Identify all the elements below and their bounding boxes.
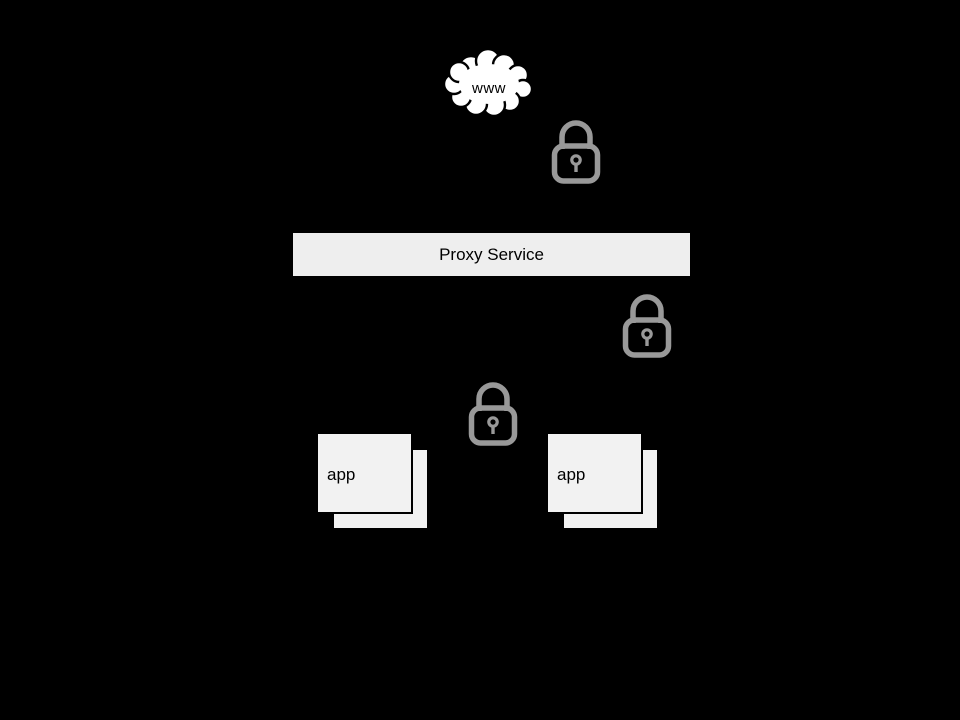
app-stack-left: app — [316, 432, 429, 530]
www-cloud: www — [441, 45, 543, 125]
padlock-icon-proxy-app-right — [622, 293, 672, 358]
padlock-icon-www-proxy — [551, 119, 601, 184]
cloud-icon — [442, 47, 534, 118]
proxy-service-node: Proxy Service — [293, 233, 690, 276]
app-label: app — [327, 465, 356, 484]
www-cloud-label: www — [472, 80, 506, 97]
app-node: app — [546, 432, 643, 514]
app-node: app — [316, 432, 413, 514]
padlock-icon-proxy-app-left — [468, 381, 518, 446]
app-label: app — [557, 465, 586, 484]
app-stack-right: app — [546, 432, 659, 530]
proxy-service-label: Proxy Service — [439, 244, 544, 264]
